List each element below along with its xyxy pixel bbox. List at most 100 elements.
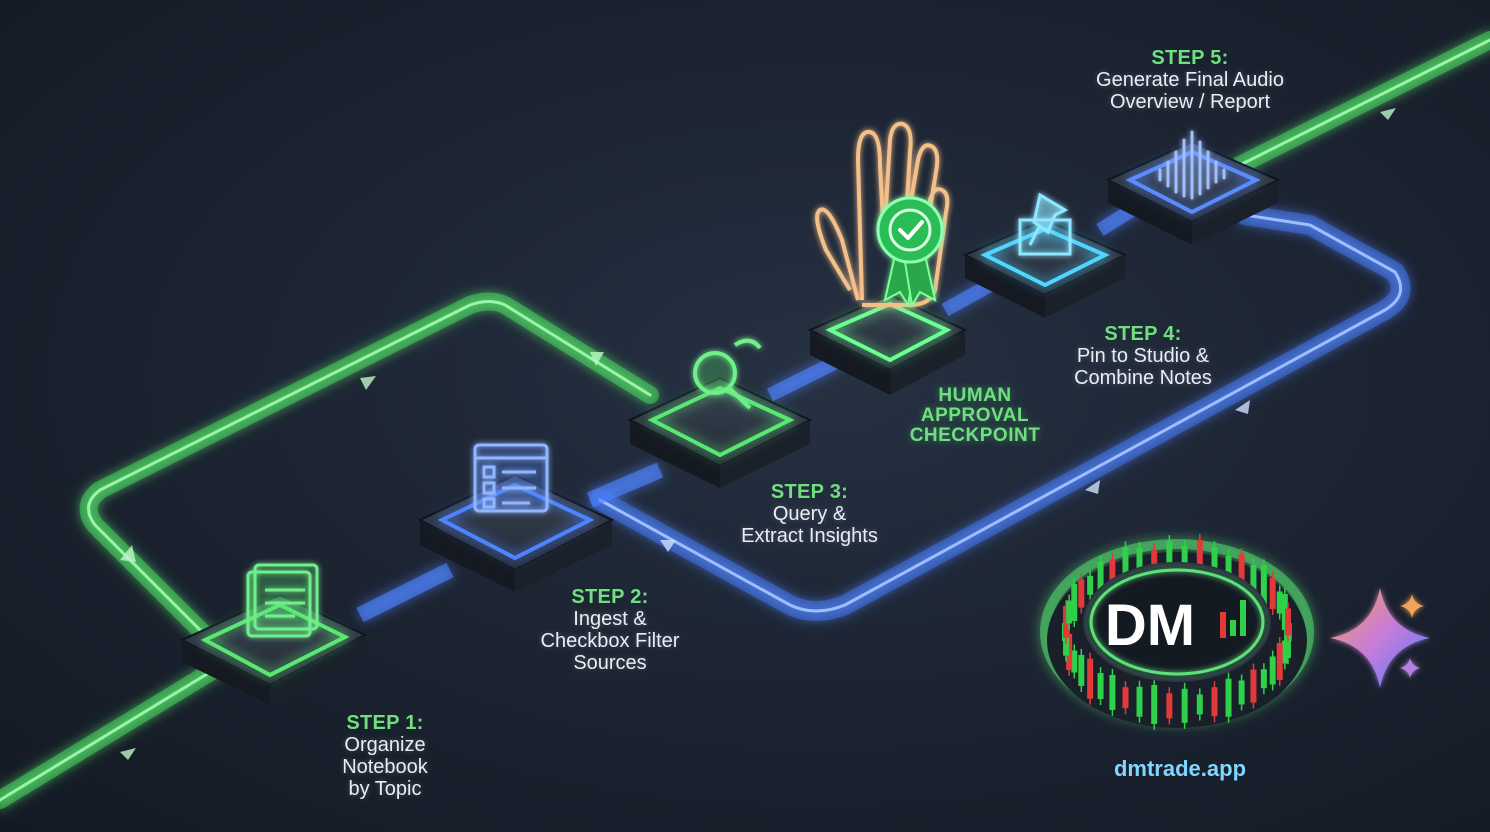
candle-body	[1284, 608, 1291, 636]
candle-body	[1281, 640, 1288, 664]
candle-body	[1250, 564, 1257, 591]
candle-body	[1181, 545, 1188, 571]
arrow-icon	[1235, 400, 1250, 414]
candle-body	[1250, 669, 1257, 703]
candle-body	[1071, 650, 1078, 673]
step-3-label: STEP 3: Query & Extract Insights	[712, 481, 907, 547]
candle-body	[1109, 559, 1116, 584]
checkpoint-label: HUMAN APPROVAL CHECKPOINT	[890, 386, 1060, 446]
sparkle-icon	[1330, 588, 1430, 688]
step-5-description: Generate Final Audio Overview / Report	[1096, 69, 1284, 113]
candle-body	[1166, 541, 1173, 576]
pushpin-icon	[1018, 192, 1072, 256]
candle-body	[1151, 549, 1158, 570]
candle-body	[1238, 554, 1245, 590]
step-2-title: STEP 2:	[571, 586, 649, 608]
candle-body	[1260, 565, 1267, 606]
step-2-block	[417, 443, 615, 592]
magnifier-icon	[693, 338, 762, 410]
arrow-icon	[1380, 108, 1396, 120]
candle-body	[1071, 584, 1078, 622]
step-4-description: Pin to Studio & Combine Notes	[1074, 345, 1212, 389]
step-1-description: Organize Notebook by Topic	[342, 734, 428, 800]
candle-body	[1122, 687, 1129, 709]
checklist-window-icon	[473, 443, 549, 513]
step-1-title: STEP 1:	[346, 712, 424, 734]
candle-body	[1276, 591, 1283, 614]
step-2-label: STEP 2: Ingest & Checkbox Filter Sources	[515, 586, 705, 674]
candle-body	[1078, 579, 1085, 608]
step-2-description: Ingest & Checkbox Filter Sources	[540, 608, 680, 674]
step-4-title: STEP 4:	[1104, 323, 1182, 345]
blue-connector-3-ck	[766, 353, 844, 402]
candle-body	[1269, 578, 1276, 610]
logo-inner-disc	[1083, 562, 1271, 682]
candle-body	[1211, 687, 1218, 717]
arrow-icon	[660, 540, 676, 552]
brand-logo: DM	[1040, 534, 1314, 730]
arrow-icon	[590, 352, 604, 366]
candle-body	[1281, 594, 1288, 631]
step-3-title: STEP 3:	[770, 481, 849, 503]
arrow-icon	[1085, 480, 1100, 494]
arrow-icon	[120, 748, 136, 760]
green-pipe-core	[0, 300, 652, 802]
flow-arrows	[120, 108, 1396, 760]
website-label: dmtrade.app	[1113, 756, 1247, 781]
blue-pipe-return-core	[598, 213, 1403, 613]
candle-body	[1269, 656, 1276, 685]
blue-connector-ck-4	[941, 278, 994, 317]
candle-body	[1066, 600, 1073, 624]
candle-body	[1225, 678, 1232, 717]
step-4-label: STEP 4: Pin to Studio & Combine Notes	[1048, 323, 1238, 389]
candle-body	[1097, 673, 1104, 700]
step-3-description: Query & Extract Insights	[741, 503, 878, 547]
blue-connector-1-2	[356, 562, 454, 623]
step-1-block	[179, 563, 368, 705]
document-stack-icon	[246, 563, 319, 638]
candle-body	[1087, 575, 1094, 595]
step-4-block	[962, 192, 1128, 318]
candle-body	[1087, 658, 1094, 699]
step-1-label: STEP 1: Organize Notebook by Topic	[300, 712, 470, 800]
candle-body	[1211, 547, 1218, 578]
step-3-block	[627, 338, 813, 488]
candle-body	[1063, 605, 1070, 638]
candle-body	[1122, 547, 1129, 586]
audio-waveform-icon	[1158, 130, 1226, 200]
candle-body	[1166, 693, 1173, 719]
candle-body	[1181, 688, 1188, 723]
candle-body	[1136, 547, 1143, 577]
candle-body	[1260, 669, 1267, 689]
checkpoint-block	[807, 121, 968, 395]
blue-connector-2-3	[586, 462, 664, 508]
step-5-label: STEP 5: Generate Final Audio Overview / …	[1075, 47, 1305, 113]
candle-body	[1225, 555, 1232, 577]
green-pipe-top-core	[1238, 38, 1490, 167]
candle-body	[1078, 654, 1085, 686]
candle-body	[1136, 686, 1143, 717]
candle-body	[1284, 626, 1291, 659]
candle-body	[1066, 633, 1073, 670]
candle-body	[1196, 540, 1203, 580]
step-5-title: STEP 5:	[1151, 47, 1229, 69]
step-5-block	[1105, 130, 1281, 245]
checkpoint-title: HUMAN APPROVAL CHECKPOINT	[909, 385, 1041, 446]
arrow-icon	[120, 545, 136, 562]
candle-body	[1109, 674, 1116, 710]
candle-body	[1097, 561, 1104, 595]
candle-body	[1276, 642, 1283, 680]
flow-arrows-blue	[660, 400, 1250, 552]
arrow-icon	[360, 376, 376, 390]
candle-body	[1238, 680, 1245, 705]
logo-mini-candles-icon	[1220, 600, 1246, 638]
candle-body	[1151, 684, 1158, 724]
candle-body	[1196, 694, 1203, 715]
logo-inner-ring	[1089, 568, 1265, 676]
logo-text: DM	[1105, 593, 1195, 658]
raised-hand-icon	[815, 121, 950, 307]
blue-pipeline	[356, 199, 1411, 623]
green-pipeline	[0, 31, 1490, 809]
approval-badge-icon	[876, 196, 944, 308]
